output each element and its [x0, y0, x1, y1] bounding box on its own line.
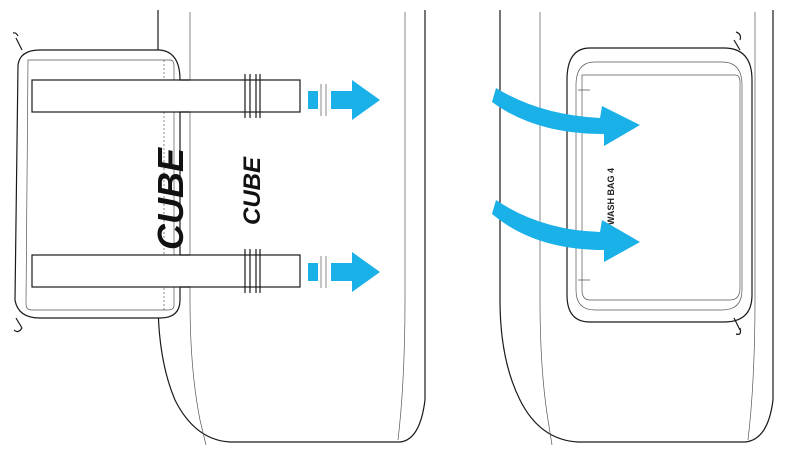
strap-bottom: [31, 249, 301, 293]
wash-bag-mounted: [566, 31, 753, 335]
back-panel-right: [499, 10, 774, 446]
brand-logo-panel: CUBE: [239, 156, 266, 225]
right-panel: WASH BAG 4: [492, 10, 774, 446]
pull-arrow-top: [308, 80, 380, 120]
pull-arrow-bottom: [308, 252, 380, 292]
strap-top: [31, 74, 301, 118]
insert-arrow-bottom: [492, 200, 640, 262]
brand-logo-bag: CUBE: [150, 147, 191, 250]
left-panel: CUBE CUBE: [12, 10, 426, 446]
back-panel-left: [157, 10, 426, 446]
insert-arrow-top: [492, 88, 640, 146]
bag-label: WASH BAG 4: [606, 168, 616, 225]
